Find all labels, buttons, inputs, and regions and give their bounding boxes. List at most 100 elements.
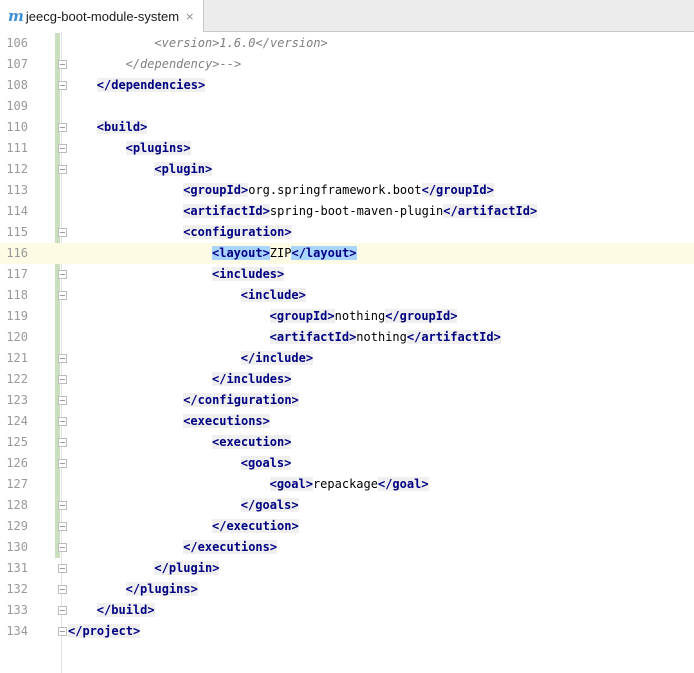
tab-jeecg-boot-module-system[interactable]: m jeecg-boot-module-system × xyxy=(0,0,204,32)
code-line[interactable]: 132</plugins> xyxy=(0,579,694,600)
line-number: 115 xyxy=(6,225,28,239)
line-number: 123 xyxy=(6,393,28,407)
fold-toggle-icon[interactable] xyxy=(58,270,67,279)
line-code: <executions> xyxy=(183,411,270,432)
code-line[interactable]: 113 <groupId>org.springframework.boot</gr… xyxy=(0,180,694,201)
fold-toggle-icon[interactable] xyxy=(58,585,67,594)
code-line[interactable]: 114<artifactId>spring-boot-maven-plugin<… xyxy=(0,201,694,222)
line-number: 113 xyxy=(6,183,28,197)
code-line[interactable]: 127 <goal>repackage</goal> xyxy=(0,474,694,495)
fold-toggle-icon[interactable] xyxy=(58,123,67,132)
line-number: 114 xyxy=(6,204,28,218)
fold-toggle-icon[interactable] xyxy=(58,501,67,510)
code-line[interactable]: 125<execution> xyxy=(0,432,694,453)
xml-text: org.springframework.boot xyxy=(248,183,422,197)
line-number: 127 xyxy=(6,477,28,491)
xml-tag: <artifactId> xyxy=(269,330,357,344)
xml-tag: </plugins> xyxy=(125,582,198,596)
xml-tag: </groupId> xyxy=(385,309,458,323)
xml-tag: <goal> xyxy=(269,477,313,491)
xml-tag: <artifactId> xyxy=(183,204,270,218)
line-number: 125 xyxy=(6,435,28,449)
line-code: </executions> xyxy=(183,537,278,558)
line-number: 122 xyxy=(6,372,28,386)
fold-toggle-icon[interactable] xyxy=(58,81,67,90)
code-line[interactable]: 129 </execution> xyxy=(0,516,694,537)
xml-tag: <plugin> xyxy=(154,162,213,176)
fold-toggle-icon[interactable] xyxy=(58,606,67,615)
fold-toggle-icon[interactable] xyxy=(58,627,67,636)
fold-toggle-icon[interactable] xyxy=(58,543,67,552)
line-code: <plugin> xyxy=(154,159,213,180)
fold-toggle-icon[interactable] xyxy=(58,354,67,363)
fold-toggle-icon[interactable] xyxy=(58,396,67,405)
fold-toggle-icon[interactable] xyxy=(58,165,67,174)
code-line[interactable]: 128</goals> xyxy=(0,495,694,516)
code-line[interactable]: 112<plugin> xyxy=(0,159,694,180)
line-code: </execution> xyxy=(212,516,299,537)
fold-toggle-icon[interactable] xyxy=(58,375,67,384)
fold-toggle-icon[interactable] xyxy=(58,60,67,69)
code-line[interactable]: 122</includes> xyxy=(0,369,694,390)
code-line[interactable]: 130</executions> xyxy=(0,537,694,558)
fold-toggle-icon[interactable] xyxy=(58,144,67,153)
fold-toggle-icon[interactable] xyxy=(58,291,67,300)
xml-tag: <includes> xyxy=(212,267,285,281)
code-line[interactable]: 107 </dependency>--> xyxy=(0,54,694,75)
close-icon[interactable]: × xyxy=(185,9,195,23)
fold-toggle-icon[interactable] xyxy=(58,438,67,447)
line-number: 124 xyxy=(6,414,28,428)
fold-toggle-icon[interactable] xyxy=(58,522,67,531)
line-code: </goals> xyxy=(240,495,299,516)
line-code: </dependencies> xyxy=(96,75,206,96)
line-code: <groupId>org.springframework.boot</group… xyxy=(183,180,494,201)
line-code: <goal>repackage</goal> xyxy=(269,474,429,495)
xml-tag: </layout> xyxy=(291,246,357,260)
xml-text: nothing xyxy=(334,309,386,323)
xml-tag: </artifactId> xyxy=(443,204,538,218)
line-number: 121 xyxy=(6,351,28,365)
line-code: <layout>ZIP</layout> xyxy=(212,243,357,264)
vcs-change-marker[interactable] xyxy=(55,33,60,558)
code-line[interactable]: 106<version>1.6.0</version> xyxy=(0,33,694,54)
xml-tag: </artifactId> xyxy=(406,330,501,344)
fold-toggle-icon[interactable] xyxy=(58,417,67,426)
xml-tag: <include> xyxy=(240,288,306,302)
line-number: 107 xyxy=(6,57,28,71)
xml-tag: <plugins> xyxy=(125,141,191,155)
code-line[interactable]: 119<groupId>nothing</groupId> xyxy=(0,306,694,327)
code-line[interactable]: 109 xyxy=(0,96,694,117)
line-number: 131 xyxy=(6,561,28,575)
line-number: 111 xyxy=(6,141,28,155)
line-code: <plugins> xyxy=(125,138,191,159)
code-line[interactable]: 118<include> xyxy=(0,285,694,306)
code-line[interactable]: 131 </plugin> xyxy=(0,558,694,579)
code-line[interactable]: 126<goals> xyxy=(0,453,694,474)
code-line[interactable]: 117 <includes> xyxy=(0,264,694,285)
code-line[interactable]: 121</include> xyxy=(0,348,694,369)
fold-toggle-icon[interactable] xyxy=(58,459,67,468)
code-line[interactable]: 124 <executions> xyxy=(0,411,694,432)
fold-toggle-icon[interactable] xyxy=(58,228,67,237)
code-line[interactable]: 111 <plugins> xyxy=(0,138,694,159)
code-line[interactable]: 108</dependencies> xyxy=(0,75,694,96)
fold-toggle-icon[interactable] xyxy=(58,564,67,573)
code-line[interactable]: 116<layout>ZIP</layout> xyxy=(0,243,694,264)
code-line[interactable]: 120<artifactId>nothing</artifactId> xyxy=(0,327,694,348)
code-line[interactable]: 110<build> xyxy=(0,117,694,138)
line-code: <include> xyxy=(240,285,306,306)
code-line[interactable]: 123 </configuration> xyxy=(0,390,694,411)
line-code: </configuration> xyxy=(183,390,299,411)
code-line[interactable]: 115<configuration> xyxy=(0,222,694,243)
line-number: 129 xyxy=(6,519,28,533)
xml-tag: </plugin> xyxy=(154,561,220,575)
line-number: 117 xyxy=(6,267,28,281)
editor-tab-bar: m jeecg-boot-module-system × xyxy=(0,0,694,32)
line-number: 133 xyxy=(6,603,28,617)
line-code: </dependency>--> xyxy=(126,54,242,75)
code-line[interactable]: 133</build> xyxy=(0,600,694,621)
code-editor[interactable]: 106<version>1.6.0</version> 107 </dependen… xyxy=(0,32,694,673)
xml-tag: <executions> xyxy=(183,414,270,428)
code-line[interactable]: 134</project> xyxy=(0,621,694,642)
xml-text: ZIP xyxy=(269,246,292,260)
